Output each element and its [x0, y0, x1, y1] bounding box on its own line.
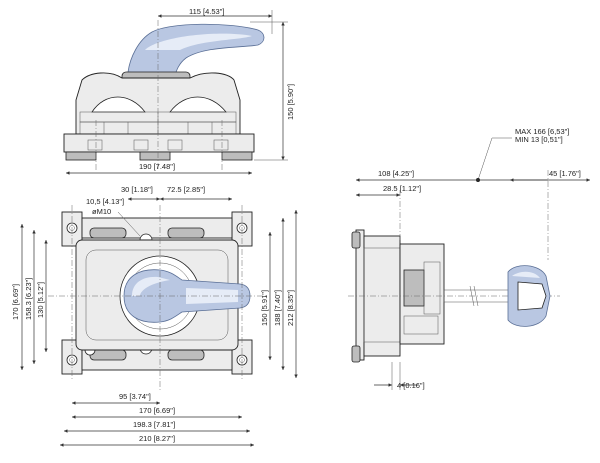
dim-side-min: MIN 13 [0,51"]: [515, 135, 563, 144]
dim-top-height: 150 [5.90"]: [286, 84, 295, 120]
dim-left-130: 130 [5.12"]: [36, 282, 45, 318]
dim-left-170: 170 [6.69"]: [11, 284, 20, 320]
dim-side-max: MAX 166 [6,53"]: [515, 127, 569, 136]
dim-top-width: 190 [7.48"]: [139, 162, 175, 171]
top-base: [63, 133, 255, 153]
dim-hole-size: 10,5 [4.13"]: [86, 197, 124, 206]
dim-hole-offset: 30 [1.18"]: [121, 185, 153, 194]
dim-bottom-198: 198.3 [7.81"]: [133, 420, 175, 429]
dim-right-212: 212 [8.35"]: [286, 290, 295, 326]
dim-top-handle-width: 115 [4.53"]: [189, 7, 224, 16]
dim-right-188: 188 [7.40"]: [273, 290, 282, 326]
dim-side-108: 108 [4.25"]: [378, 169, 414, 178]
dim-thread: øM10: [92, 207, 111, 216]
top-housing: [75, 72, 241, 135]
side-view: [348, 170, 560, 363]
dim-center-offset: 72.5 [2.85"]: [167, 185, 205, 194]
top-view: [63, 20, 265, 170]
dim-bottom-95: 95 [3.74"]: [119, 392, 151, 401]
dim-left-158: 158.3 [6.23"]: [24, 278, 33, 320]
front-view: [48, 205, 268, 390]
dim-side-28: 28.5 [1.12"]: [383, 184, 421, 193]
dim-side-45: 45 [1.76"]: [549, 169, 581, 178]
dim-bottom-210: 210 [8.27"]: [139, 434, 175, 443]
dim-bottom-170: 170 [6.69"]: [139, 406, 175, 415]
dim-right-150: 150 [5.91"]: [260, 290, 269, 326]
top-handle: [127, 23, 265, 79]
dim-side-4: 4 [0.16"]: [397, 381, 425, 390]
